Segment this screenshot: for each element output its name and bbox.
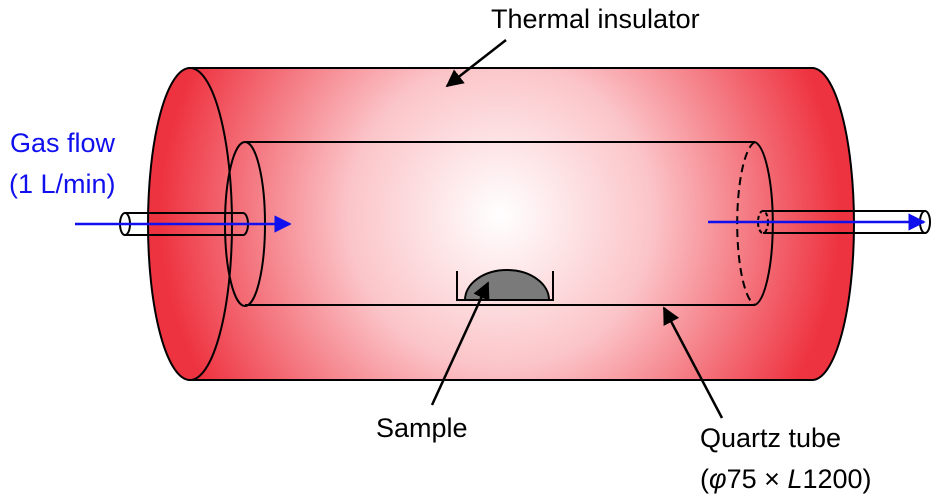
quartz-tube-right-end-front — [754, 141, 774, 306]
gas-flow-rate-label: (1 L/min) — [9, 169, 116, 199]
dim-diameter: 75 × — [727, 464, 788, 494]
sample-label: Sample — [376, 413, 468, 443]
quartz-tube-dimensions-label: (φ75 × L1200) — [700, 464, 872, 494]
quartz-tube-right-end-back — [736, 141, 756, 306]
dim-length: 1200) — [802, 464, 871, 494]
quartz-tube-label: Quartz tube — [700, 423, 841, 453]
dim-L: L — [787, 464, 802, 494]
sample-pointer — [430, 281, 490, 406]
dim-phi: φ — [709, 464, 727, 494]
insulator-body — [189, 67, 855, 381]
quartz-tube-pointer — [662, 306, 724, 419]
sample-crucible — [456, 271, 554, 301]
thermal-insulator-pointer — [445, 39, 507, 88]
gas-flow-label: Gas flow — [10, 128, 116, 158]
thermal-insulator — [147, 67, 855, 381]
quartz-tube — [224, 141, 774, 307]
dim-open: ( — [700, 464, 709, 494]
thermal-insulator-label: Thermal insulator — [491, 4, 700, 34]
